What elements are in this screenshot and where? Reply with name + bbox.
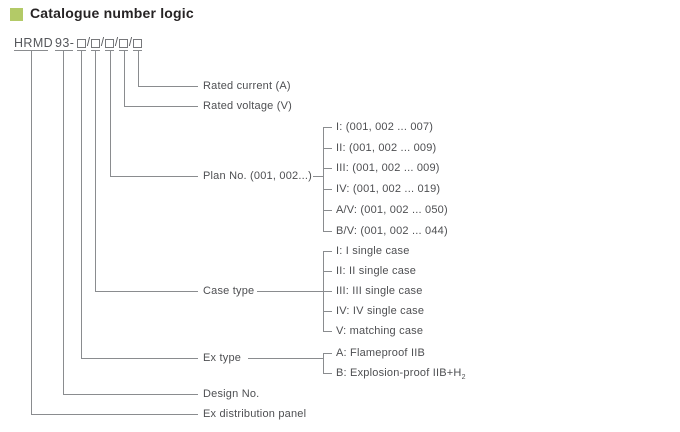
- connector-line: [313, 176, 323, 177]
- label-case-type: Case type: [203, 285, 255, 297]
- connector-line: [110, 50, 111, 177]
- underline: [55, 50, 73, 51]
- code-separator: /: [86, 37, 91, 49]
- bracket-tick: [323, 127, 332, 128]
- code-design-number: 93-: [55, 36, 75, 50]
- case-type-option: IV: IV single case: [336, 305, 425, 317]
- bracket-tick: [323, 251, 332, 252]
- bracket-tick: [323, 373, 332, 374]
- ex-type-option: A: Flameproof IIB: [336, 347, 425, 359]
- bracket-tick: [323, 353, 332, 354]
- underline: [119, 50, 128, 51]
- plan-no-option: B/V: (001, 002 ... 044): [336, 225, 448, 237]
- bracket-tick: [323, 331, 332, 332]
- connector-line: [138, 86, 198, 87]
- connector-line: [248, 358, 323, 359]
- bracket-line: [323, 127, 324, 232]
- page-title: Catalogue number logic: [30, 5, 194, 21]
- bracket-tick: [323, 148, 332, 149]
- label-design-no: Design No.: [203, 388, 260, 400]
- case-type-option: V: matching case: [336, 325, 424, 337]
- connector-line: [95, 50, 96, 292]
- accent-square-icon: [10, 8, 23, 21]
- code-separator: /: [114, 37, 119, 49]
- label-rated-voltage: Rated voltage (V): [203, 100, 292, 112]
- bracket-tick: [323, 189, 332, 190]
- plan-no-option: A/V: (001, 002 ... 050): [336, 204, 448, 216]
- connector-line: [257, 291, 323, 292]
- connector-line: [31, 50, 32, 415]
- case-type-option: II: II single case: [336, 265, 417, 277]
- connector-line: [81, 358, 198, 359]
- bracket-tick: [323, 210, 332, 211]
- plan-no-option: III: (001, 002 ... 009): [336, 162, 440, 174]
- code-box-1: [77, 38, 86, 48]
- connector-line: [124, 106, 198, 107]
- label-plan-no: Plan No. (001, 002...): [203, 170, 312, 182]
- label-rated-current: Rated current (A): [203, 80, 291, 92]
- connector-line: [63, 394, 198, 395]
- bracket-tick: [323, 168, 332, 169]
- code-box-2: [91, 38, 100, 48]
- code-separator: /: [128, 37, 133, 49]
- connector-line: [63, 50, 64, 395]
- bracket-tick: [323, 271, 332, 272]
- code-prefix: HRMD: [14, 36, 54, 50]
- bracket-tick: [323, 231, 332, 232]
- connector-line: [95, 291, 198, 292]
- code-box-5: [133, 38, 142, 48]
- code-box-4: [119, 38, 128, 48]
- plan-no-option: IV: (001, 002 ... 019): [336, 183, 441, 195]
- code-digit-boxes: / / / /: [77, 36, 142, 50]
- case-type-option: I: I single case: [336, 245, 410, 257]
- ex-type-option: B: Explosion-proof IIB+H2: [336, 367, 466, 382]
- label-ex-distribution-panel: Ex distribution panel: [203, 408, 307, 420]
- underline: [105, 50, 114, 51]
- bracket-line: [323, 353, 324, 374]
- case-type-option: III: III single case: [336, 285, 423, 297]
- label-ex-type: Ex type: [203, 352, 242, 364]
- connector-line: [124, 50, 125, 107]
- code-box-3: [105, 38, 114, 48]
- plan-no-option: II: (001, 002 ... 009): [336, 142, 437, 154]
- connector-line: [31, 414, 198, 415]
- underline: [133, 50, 142, 51]
- bracket-tick: [323, 311, 332, 312]
- plan-no-option: I: (001, 002 ... 007): [336, 121, 434, 133]
- connector-line: [110, 176, 198, 177]
- connector-line: [138, 50, 139, 87]
- code-separator: /: [100, 37, 105, 49]
- connector-line: [81, 50, 82, 359]
- bracket-tick: [323, 291, 332, 292]
